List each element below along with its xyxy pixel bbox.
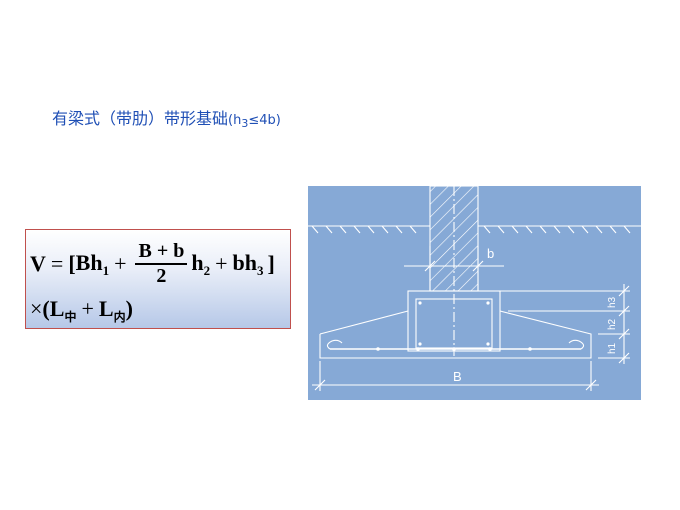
formula-times: ×	[30, 296, 43, 321]
label-h2: h2	[607, 318, 618, 330]
label-b: b	[487, 246, 494, 261]
formula-h2: h2	[191, 250, 210, 279]
formula-bracket-open: [	[68, 251, 76, 276]
formula-paren-close: )	[125, 296, 133, 321]
slide-title: 有梁式（带肋）带形基础(h3≤4b)	[52, 105, 281, 130]
label-h1: h1	[607, 342, 618, 354]
L-inner-base: L	[98, 296, 114, 321]
L-middle-sub: 中	[64, 310, 77, 324]
term3-sub: 3	[257, 262, 264, 278]
formula-L-inner: L内	[98, 296, 126, 324]
formula-plus-1: +	[114, 251, 127, 276]
fraction-denominator: 2	[156, 265, 167, 287]
formula-L-middle: L中	[49, 296, 77, 324]
B-dimension-ticks	[314, 379, 597, 391]
formula-term1: Bh1	[76, 250, 109, 279]
h2-base: h	[191, 249, 204, 275]
formula-plus-3: +	[81, 296, 94, 321]
title-main: 有梁式（带肋）带形基础	[52, 109, 229, 128]
rebar-hook-left	[326, 339, 343, 350]
formula-fraction: B + b 2	[135, 241, 188, 287]
L-inner-sub: 内	[113, 310, 126, 324]
b-dimension-ticks	[424, 260, 484, 272]
L-middle-base: L	[49, 296, 65, 321]
wall	[429, 186, 479, 292]
formula-term3: bh3	[233, 250, 264, 279]
beam-stirrup	[415, 298, 493, 349]
label-h3: h3	[607, 296, 618, 308]
formula-line-1: V = [ Bh1 + B + b 2 h2 + bh3 ]	[30, 236, 275, 292]
term1-sub: 1	[102, 262, 110, 278]
fraction-numerator: B + b	[135, 241, 188, 265]
footing-outline	[319, 310, 592, 359]
soil-hatch	[311, 225, 631, 234]
foundation-section-svg: b B h3 h2 h1	[308, 186, 641, 391]
title-condition-close: ≤4b)	[248, 113, 281, 128]
height-dimension-ticks	[618, 285, 630, 364]
formula-equals: =	[50, 251, 64, 276]
h2-sub: 2	[203, 262, 211, 278]
rebar-dots	[376, 301, 532, 351]
formula-line-2: ×(L中+L内)	[30, 296, 133, 325]
formula-paren-open: (	[42, 296, 50, 321]
label-B: B	[453, 369, 462, 384]
formula-plus-2: +	[215, 251, 228, 276]
title-condition-sub: 3	[241, 117, 249, 130]
term3-base: bh	[232, 249, 257, 275]
rib-beam	[407, 290, 501, 352]
formula-box: V = [ Bh1 + B + b 2 h2 + bh3 ] ×(L中+L内)	[25, 229, 291, 329]
formula-lhs: V	[30, 251, 46, 276]
formula-bracket-close: ]	[267, 251, 275, 276]
term1-base: Bh	[75, 249, 103, 275]
title-condition-open: (h	[228, 113, 242, 128]
rebar-hook-right	[568, 339, 585, 350]
foundation-diagram: b B h3 h2 h1	[308, 186, 641, 400]
